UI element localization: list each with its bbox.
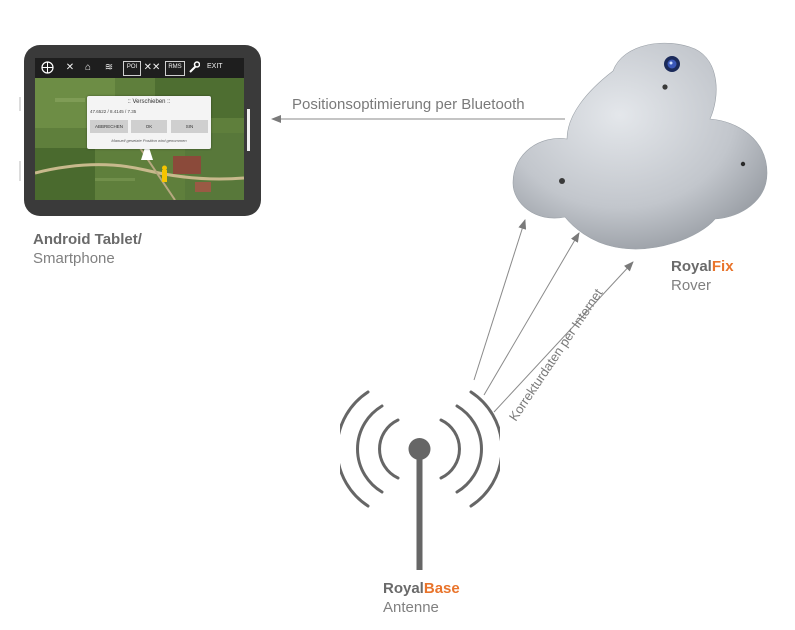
tablet-label-title: Android Tablet/: [33, 231, 142, 248]
internet-arrow-3: [493, 261, 634, 413]
rms-icon[interactable]: RMS: [165, 61, 185, 76]
tablet-home-button[interactable]: [247, 109, 250, 151]
app-toolbar: ✕ ⌂ ≋ POI ✕✕ RMS EXIT: [35, 58, 244, 78]
dialog-sin-button[interactable]: SIN: [171, 120, 208, 133]
dialog-title: :: Verschieben ::: [127, 99, 171, 105]
measure-icon[interactable]: ✕✕: [143, 62, 161, 73]
base-label: RoyalBase Antenne: [383, 579, 460, 617]
internet-arrow-1: [473, 219, 527, 381]
move-dialog: :: Verschieben :: 47.6522 / 8.4145 / 7.3…: [87, 96, 211, 149]
internet-arrow-2: [483, 232, 580, 396]
rover-label: RoyalFix Rover: [671, 257, 734, 295]
dialog-cancel-button[interactable]: ABBRECHEN: [90, 120, 128, 133]
bluetooth-link-label: Positionsoptimierung per Bluetooth: [292, 96, 525, 113]
rover-brand: RoyalFix: [671, 257, 734, 276]
android-tablet: ✕ ⌂ ≋ POI ✕✕ RMS EXIT :: Verschieben :: …: [19, 45, 261, 216]
royalbase-antenna-icon: [340, 390, 500, 570]
layers-icon[interactable]: ≋: [104, 62, 114, 73]
point-icon[interactable]: POI: [123, 61, 141, 76]
base-brand-prefix: Royal: [383, 580, 424, 597]
dialog-ok-button[interactable]: OK: [131, 120, 167, 133]
tablet-side-button: [19, 97, 21, 111]
tablet-side-button-lower: [19, 161, 21, 181]
tablet-label-sub: Smartphone: [33, 250, 115, 267]
gps-globe-icon[interactable]: [40, 61, 54, 74]
rover-port-icon: [662, 84, 668, 90]
rover-brand-prefix: Royal: [671, 258, 712, 275]
base-subtitle: Antenne: [383, 599, 439, 616]
dialog-hint: Manuell gesetzte Position wird genommen: [111, 138, 187, 143]
rover-brand-accent: Fix: [711, 258, 734, 275]
tablet-screen: ✕ ⌂ ≋ POI ✕✕ RMS EXIT :: Verschieben :: …: [35, 58, 244, 200]
base-brand-accent: Base: [423, 580, 460, 597]
rover-screw-left-icon: [559, 178, 565, 184]
rover-subtitle: Rover: [671, 277, 712, 294]
wrench-icon[interactable]: [187, 61, 201, 74]
dialog-coordinates: 47.6522 / 8.4145 / 7.35: [90, 109, 137, 114]
tablet-label: Android Tablet/ Smartphone: [33, 230, 142, 268]
royalfix-rover-device: [512, 42, 768, 250]
base-brand: RoyalBase: [383, 579, 460, 598]
exit-button[interactable]: EXIT: [207, 63, 223, 70]
ntrip-icon[interactable]: ⌂: [84, 62, 92, 73]
satellite-icon[interactable]: ✕: [65, 62, 75, 73]
rover-screw-right-icon: [740, 161, 746, 167]
